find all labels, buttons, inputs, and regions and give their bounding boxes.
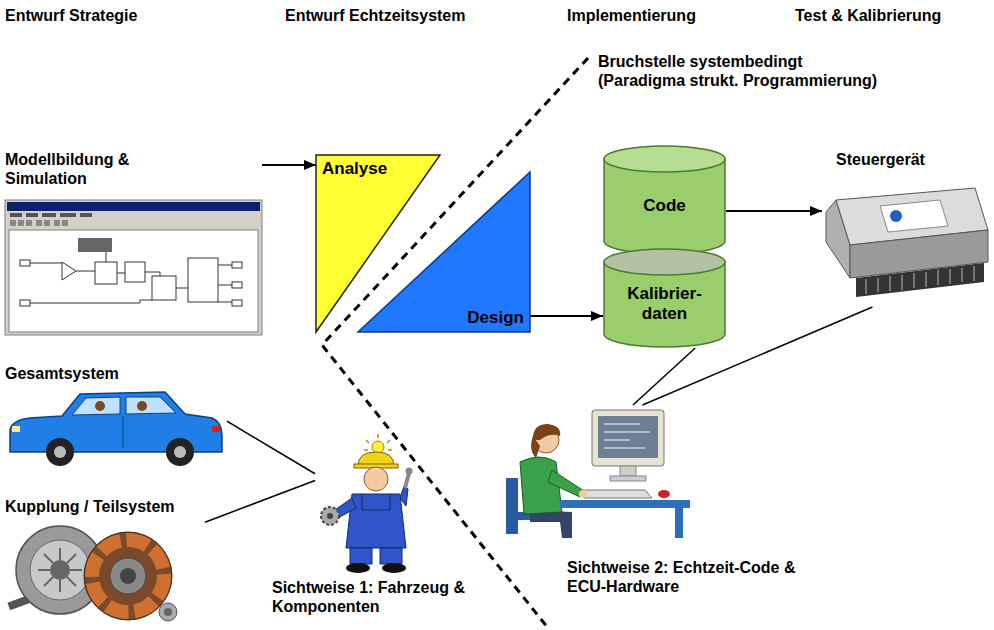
node-label: Analyse	[322, 159, 387, 179]
node-label: Kalibrier- daten	[625, 284, 704, 324]
simulation-screenshot	[5, 200, 262, 335]
text-slot: Sichtweise 2: Echtzeit-Code & ECU-Hardwa…	[567, 558, 811, 596]
column-heading: Implementierung	[567, 6, 696, 25]
label-slot: Test & Kalibrierung	[795, 6, 941, 25]
node-label: Steuergerät	[836, 150, 925, 169]
design-triangle: Design	[358, 172, 530, 332]
node-label: Sichtweise 2: Echtzeit-Code & ECU-Hardwa…	[567, 558, 811, 596]
model-screenshot: Modellbildung & Simulation	[5, 150, 262, 337]
label-slot: Implementierung	[567, 6, 696, 25]
text-slot: Gesamtsystem	[5, 364, 119, 383]
node-label: Code	[643, 196, 686, 216]
text-slot: Modellbildung & Simulation	[5, 150, 134, 188]
column-heading: Test & Kalibrierung	[795, 6, 941, 25]
node-label: Modellbildung & Simulation	[5, 150, 134, 188]
vehicle-figure: Gesamtsystem	[5, 364, 227, 468]
mechanic-figure: Sichtweise 1: Fahrzeug & Komponenten	[315, 440, 410, 575]
code-cylinder: Code	[603, 145, 726, 255]
text-slot: Kupplung / Teilsystem	[5, 497, 175, 516]
node-label: Kupplung / Teilsystem	[5, 497, 175, 516]
text-slot: Analyse	[322, 159, 387, 179]
cylinder-top	[604, 249, 725, 275]
node-label: Sichtweise 1: Fahrzeug & Komponenten	[272, 578, 476, 616]
connector-line	[205, 481, 315, 523]
car-illustration	[10, 392, 222, 466]
triangle-outline	[358, 172, 530, 332]
cylinder-body	[604, 159, 725, 254]
node-label: Design	[467, 308, 524, 328]
engineer-figure: Sichtweise 2: Echtzeit-Code & ECU-Hardwa…	[500, 405, 690, 540]
ecu-unit: Steuergerät	[822, 150, 990, 307]
engineer-illustration	[506, 410, 690, 538]
text-slot: Design	[467, 308, 524, 328]
connector-line	[227, 421, 315, 474]
cylinder-top	[604, 146, 725, 172]
node-label: Gesamtsystem	[5, 364, 119, 383]
text-slot: Code	[603, 173, 726, 239]
label-slot: Bruchstelle systembedingt (Paradigma str…	[598, 52, 882, 90]
text-slot: Steuergerät	[836, 150, 925, 169]
label-slot: Entwurf Strategie	[5, 6, 137, 25]
clutch-figure: Kupplung / Teilsystem	[5, 497, 205, 623]
mechanic-illustration	[321, 434, 413, 573]
column-heading: Entwurf Strategie	[5, 6, 137, 25]
break-line	[322, 58, 588, 628]
arrow-connector	[530, 315, 603, 317]
arrow-connector	[726, 210, 822, 212]
text-slot: Sichtweise 1: Fahrzeug & Komponenten	[272, 578, 476, 616]
clutch-illustration	[7, 526, 177, 621]
arrow-connector	[262, 164, 316, 166]
ecu-illustration	[826, 188, 988, 297]
text-slot: Kalibrier- daten	[603, 276, 726, 332]
break-note: Bruchstelle systembedingt (Paradigma str…	[598, 52, 882, 90]
label-slot: Entwurf Echtzeitsystem	[285, 6, 465, 25]
column-heading: Entwurf Echtzeitsystem	[285, 6, 465, 25]
calibration-cylinder: Kalibrier- daten	[603, 248, 726, 348]
